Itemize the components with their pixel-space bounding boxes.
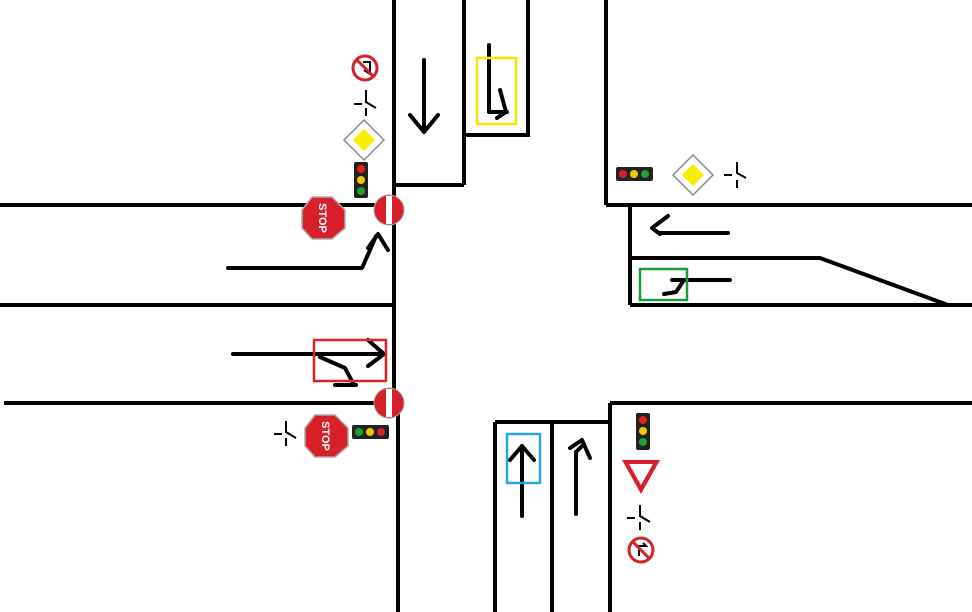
north-east-light xyxy=(616,167,653,181)
red-highlight-box xyxy=(312,338,388,383)
north-east-priority xyxy=(671,153,715,197)
north-straight-arrow-head xyxy=(408,113,440,134)
stop-text-upper: STOP xyxy=(316,203,328,233)
south-turn-arrow-head xyxy=(568,438,592,460)
green-highlight-box xyxy=(638,267,689,302)
south-straight-arrow-head xyxy=(508,444,536,462)
plate-south-east xyxy=(627,505,651,530)
south-west-light xyxy=(352,425,389,439)
south-east-light xyxy=(636,413,650,450)
no-left-turn-south xyxy=(627,536,655,564)
west-turn-up-arrow xyxy=(226,234,378,270)
south-east-yield xyxy=(622,460,660,494)
east-left-lane-edge xyxy=(628,205,949,307)
highlight-boxes xyxy=(312,56,689,485)
east-upper-arrow-head xyxy=(650,214,670,236)
priority-direction-plates xyxy=(274,90,747,530)
west-straight-arrow-head xyxy=(366,338,386,368)
plate-north-east xyxy=(724,162,747,188)
blue-highlight-box xyxy=(505,432,542,485)
west-lower-stop: STOP xyxy=(304,414,349,458)
west-right-turn-branch xyxy=(318,355,356,387)
north-turn-lane-edge xyxy=(464,0,530,137)
plate-north-west xyxy=(354,90,377,116)
north-turn-arrow-head xyxy=(495,88,508,120)
north-west-light xyxy=(354,162,368,198)
west-upper-stop: STOP xyxy=(301,196,346,240)
west-turn-up-arrow-head xyxy=(366,232,390,252)
east-lower-turn xyxy=(662,278,686,296)
south-turn-arrow xyxy=(574,442,586,516)
stop-text-lower: STOP xyxy=(319,421,331,451)
plate-south-west xyxy=(274,421,297,446)
north-turn-arrow xyxy=(487,43,509,114)
north-west-priority xyxy=(342,118,386,162)
no-left-turn-north xyxy=(351,54,379,82)
yellow-highlight-box xyxy=(475,56,518,126)
west-upper-no-entry xyxy=(373,194,405,226)
west-lower-no-entry xyxy=(373,387,405,419)
lane-arrows xyxy=(226,43,732,518)
